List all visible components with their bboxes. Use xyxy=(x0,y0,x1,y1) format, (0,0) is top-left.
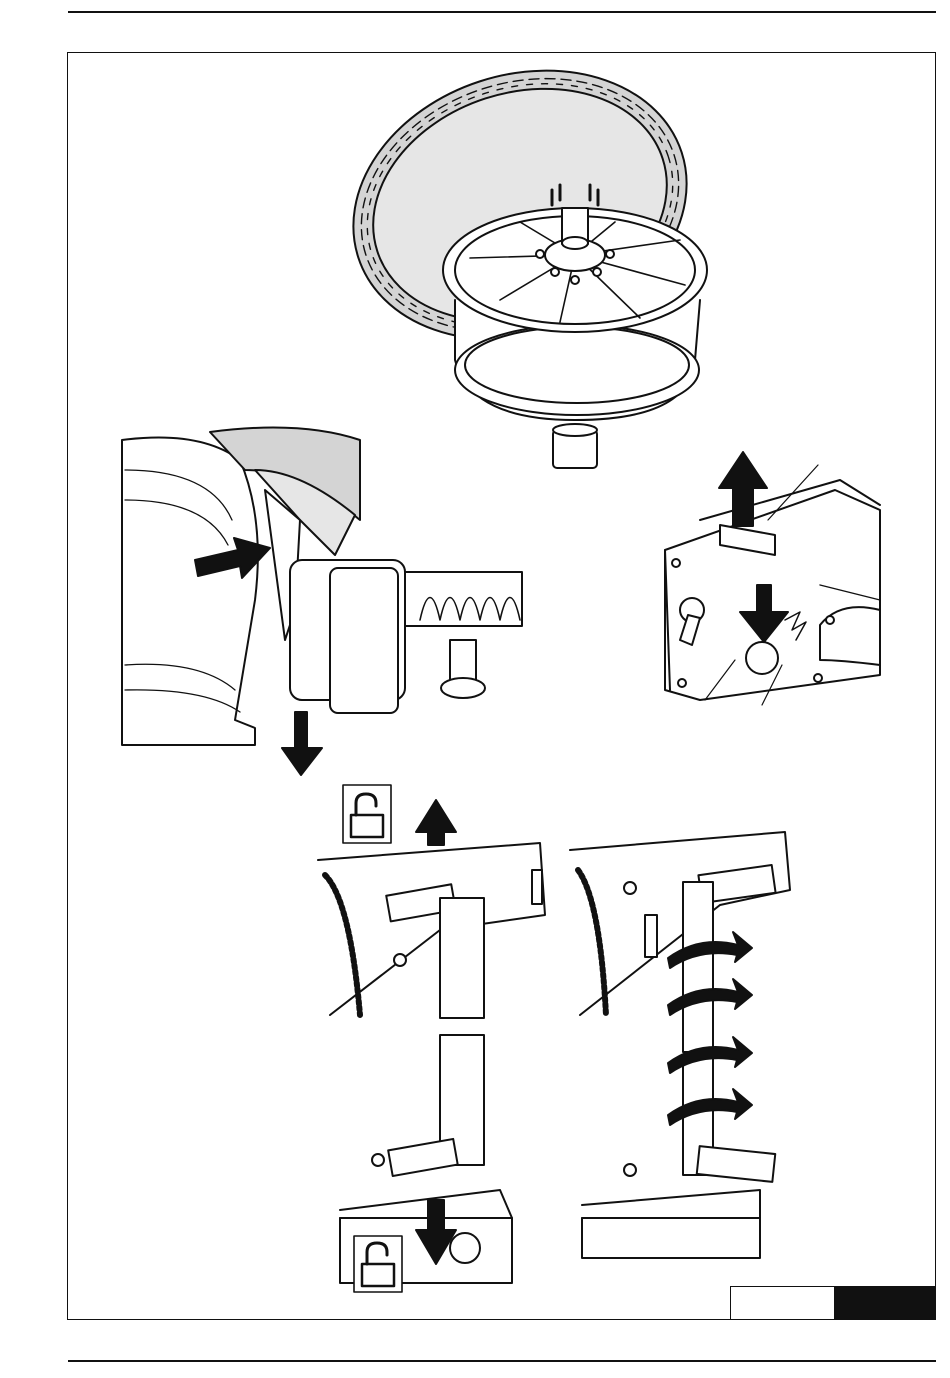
footer-tab-blank xyxy=(730,1286,834,1320)
locking-sequence-illustration xyxy=(318,785,790,1292)
control-lever-illustration xyxy=(665,452,880,705)
padlock-open-icon xyxy=(343,785,391,843)
padlock-open-icon xyxy=(354,1236,402,1292)
footer-tab-filled xyxy=(834,1286,936,1320)
arrow-up-icon xyxy=(719,452,767,526)
wheel-illustration xyxy=(318,29,722,468)
bead-breaker-illustration xyxy=(122,428,522,776)
arrow-down-icon xyxy=(282,712,322,775)
arrow-up-icon xyxy=(416,800,456,845)
